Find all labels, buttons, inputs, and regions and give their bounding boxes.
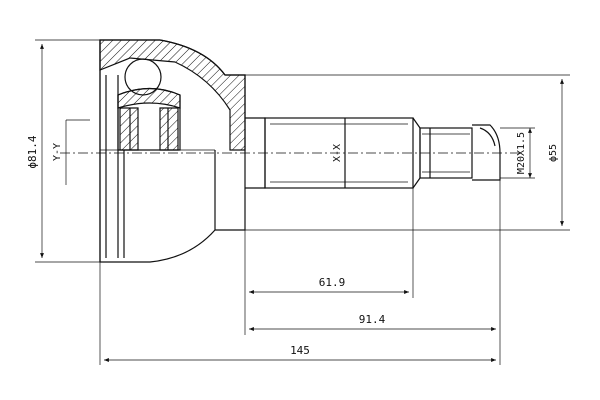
dimension-thread: M20X1.5 <box>500 127 535 179</box>
stub-shaft <box>245 117 501 189</box>
dimension-overall-length: 145 <box>104 344 496 362</box>
section-x-label: X-X <box>332 144 343 162</box>
bell-housing <box>99 39 246 263</box>
bell-diameter-label: ϕ81.4 <box>26 135 39 168</box>
thread-label: M20X1.5 <box>516 132 527 174</box>
shaft-diameter-label: ϕ55 <box>548 144 559 162</box>
dimension-spline-to-end: 91.4 <box>249 313 496 331</box>
section-y-label: Y-Y <box>52 143 63 161</box>
spline-to-end-label: 91.4 <box>359 313 386 326</box>
spline-length-label: 61.9 <box>319 276 346 289</box>
spline-section <box>264 117 414 189</box>
overall-length-label: 145 <box>290 344 310 357</box>
dimension-bell-diameter: ϕ81.4 <box>26 39 100 263</box>
dimension-shaft-diameter: ϕ55 <box>245 74 570 231</box>
threaded-end <box>419 127 473 179</box>
dimension-spline-length: 61.9 <box>249 276 409 294</box>
section-y-marker: Y-Y <box>52 119 90 185</box>
